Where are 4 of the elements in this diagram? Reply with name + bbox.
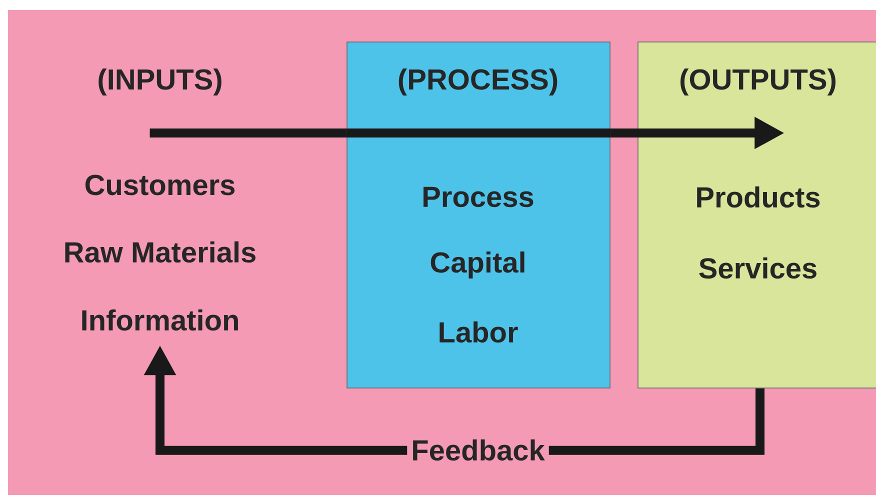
input-list: (INPUTS) Customers Raw Materials Information [65, 68, 256, 331]
edge-label: Feedback [407, 435, 549, 465]
process-box: (PROCESS) Process Capital Labor [346, 42, 610, 388]
output-box: (OUTPUTS) Products Services [638, 42, 876, 388]
